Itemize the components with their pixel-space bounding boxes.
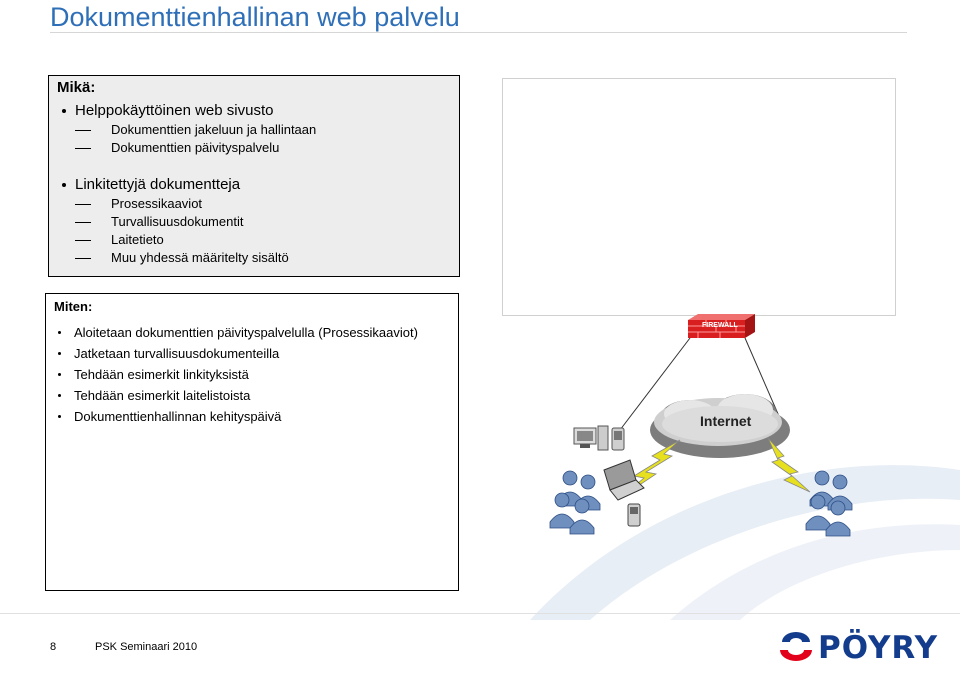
sub-list: Dokumenttien jakeluun ja hallintaan Doku… xyxy=(75,121,451,157)
logo-symbol-icon xyxy=(780,632,812,661)
how-box: Miten: Aloitetaan dokumenttien päivitysp… xyxy=(45,293,459,591)
background-swoosh-decoration xyxy=(530,465,960,620)
firewall-icon xyxy=(688,314,755,338)
pda-icon xyxy=(611,427,625,451)
title-divider xyxy=(50,32,907,33)
what-box: Mikä: Helppokäyttöinen web sivusto Dokum… xyxy=(48,75,460,277)
firewall-label: FIREWALL xyxy=(702,322,738,329)
what-list: Helppokäyttöinen web sivusto Dokumenttie… xyxy=(57,101,451,267)
laptop-icon xyxy=(603,459,645,501)
user-group-left-icon xyxy=(549,470,601,535)
list-item-label: Helppokäyttöinen web sivusto xyxy=(75,102,274,119)
list-item: Tehdään esimerkit linkityksistä xyxy=(54,364,450,385)
list-item: Jatketaan turvallisuusdokumenteilla xyxy=(54,343,450,364)
logo-text: PÖYRY xyxy=(818,630,939,666)
sub-list-item: Turvallisuusdokumentit xyxy=(75,213,451,231)
how-list: Aloitetaan dokumenttien päivityspalvelul… xyxy=(54,322,450,427)
list-item: Helppokäyttöinen web sivusto Dokumenttie… xyxy=(57,101,451,157)
page-title: Dokumenttienhallinan web palvelu xyxy=(50,2,460,32)
internet-label: Internet xyxy=(700,413,752,429)
page-number: 8 xyxy=(50,641,57,653)
image-placeholder xyxy=(502,78,896,316)
footer-text: PSK Seminaari 2010 xyxy=(95,641,198,653)
user-group-right-icon xyxy=(805,470,853,537)
sub-list-item: Dokumenttien päivityspalvelu xyxy=(75,139,451,157)
sub-list-item: Muu yhdessä määritelty sisältö xyxy=(75,249,451,267)
list-item: Tehdään esimerkit laitelistoista xyxy=(54,385,450,406)
list-item: Linkitettyjä dokumentteja Prosessikaavio… xyxy=(57,175,451,267)
internet-cloud-icon xyxy=(650,394,790,458)
what-heading: Mikä: xyxy=(57,79,96,96)
how-heading: Miten: xyxy=(54,299,93,314)
list-item: Dokumenttienhallinnan kehityspäivä xyxy=(54,406,450,427)
mobile-phone-icon xyxy=(627,503,641,527)
sub-list-item: Laitetieto xyxy=(75,231,451,249)
computer-icon xyxy=(573,425,609,451)
sub-list: Prosessikaaviot Turvallisuusdokumentit L… xyxy=(75,195,451,267)
sub-list-item: Dokumenttien jakeluun ja hallintaan xyxy=(75,121,451,139)
footer-divider xyxy=(0,613,960,614)
sub-list-item: Prosessikaaviot xyxy=(75,195,451,213)
list-item: Aloitetaan dokumenttien päivityspalvelul… xyxy=(54,322,450,343)
network-diagram: FIREWALL Internet xyxy=(549,314,853,537)
lightning-bolt-right-icon xyxy=(767,437,811,493)
list-item-label: Linkitettyjä dokumentteja xyxy=(75,176,241,193)
poyry-logo: PÖYRY xyxy=(776,628,952,668)
